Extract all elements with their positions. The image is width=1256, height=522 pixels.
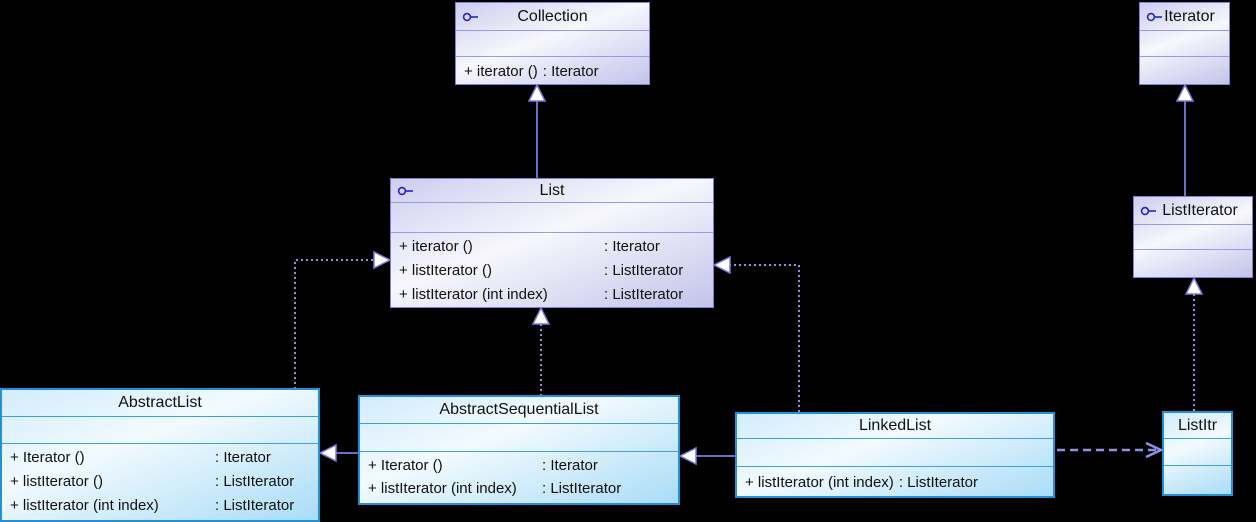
class-box-linkedlist[interactable]: LinkedList + listIterator (int index): L… [735, 412, 1055, 498]
hollow-triangle-arrowhead [712, 255, 731, 275]
operations-compartment: + listIterator (int index): ListIterator [737, 467, 1053, 496]
hollow-triangle-arrowhead [527, 83, 547, 102]
interface-icon [462, 12, 479, 22]
operations-compartment [1140, 57, 1229, 59]
hollow-triangle-arrowhead [318, 443, 337, 463]
class-box-collection[interactable]: Collection + iterator (): Iterator [455, 2, 650, 85]
dependency-linkedlist-to-listitr[interactable] [1057, 441, 1164, 459]
attributes-compartment [1164, 439, 1231, 466]
interface-icon [1146, 12, 1163, 22]
operation: + Iterator (): Iterator [368, 457, 598, 474]
class-title: ListItr [1177, 416, 1218, 434]
operation: + listIterator (): ListIterator [399, 262, 684, 279]
generalization-listiterator-to-iterator[interactable] [1175, 83, 1195, 196]
hollow-triangle-arrowhead [531, 306, 551, 325]
realization-abstractlist-to-list[interactable] [294, 250, 392, 389]
operations-compartment [1164, 466, 1231, 468]
class-box-list[interactable]: List + iterator (): Iterator + listItera… [390, 178, 714, 308]
class-box-iterator[interactable]: Iterator [1139, 2, 1230, 85]
attributes-compartment [737, 439, 1053, 467]
class-box-abstractlist[interactable]: AbstractList + Iterator (): Iterator + l… [0, 388, 320, 522]
class-title: ListIterator [1162, 201, 1238, 219]
interface-icon [397, 186, 414, 196]
attributes-compartment [1140, 31, 1229, 57]
operation: + listIterator (int index): ListIterator [10, 497, 295, 514]
hollow-triangle-arrowhead [373, 250, 392, 270]
attributes-compartment [360, 424, 678, 452]
operations-compartment: + Iterator (): Iterator + listIterator (… [2, 444, 318, 518]
operations-compartment: + Iterator (): Iterator + listIterator (… [360, 452, 678, 500]
class-box-listiterator[interactable]: ListIterator [1133, 196, 1253, 278]
attributes-compartment [391, 203, 713, 233]
open-arrowhead [1145, 441, 1164, 459]
realization-linkedlist-to-list[interactable] [712, 255, 800, 412]
class-box-listitr[interactable]: ListItr [1162, 411, 1233, 496]
hollow-triangle-arrowhead [1184, 276, 1204, 295]
class-title: AbstractList [118, 394, 202, 411]
class-title: Iterator [1164, 7, 1215, 25]
operation: + listIterator (int index): ListIterator [368, 480, 622, 497]
operation: + listIterator (int index): ListIterator [399, 286, 684, 303]
class-title: AbstractSequentialList [439, 401, 599, 418]
hollow-triangle-arrowhead [1175, 83, 1195, 102]
operation: + listIterator (): ListIterator [10, 473, 295, 490]
class-title: LinkedList [858, 417, 932, 434]
operation: + iterator (): Iterator [399, 238, 660, 255]
class-title: Collection [517, 7, 588, 25]
generalization-abstractsequentiallist-to-abstractlist[interactable] [318, 443, 358, 463]
attributes-compartment [2, 417, 318, 444]
interface-icon [1140, 206, 1157, 216]
operations-compartment [1134, 250, 1252, 252]
class-box-abstractsequentiallist[interactable]: AbstractSequentialList + Iterator (): It… [358, 395, 680, 505]
class-title: List [539, 181, 565, 199]
operation: + listIterator (int index): ListIterator [745, 474, 979, 491]
operation: + iterator (): Iterator [464, 63, 599, 80]
operations-compartment: + iterator (): Iterator + listIterator (… [391, 233, 713, 307]
attributes-compartment [456, 31, 649, 57]
generalization-linkedlist-to-abstractsequentiallist[interactable] [678, 446, 735, 466]
realization-listitr-to-listiterator[interactable] [1184, 276, 1204, 411]
generalization-list-to-collection[interactable] [527, 83, 547, 178]
realization-abstractsequentiallist-to-list[interactable] [531, 306, 551, 395]
operation: + Iterator (): Iterator [10, 449, 271, 466]
attributes-compartment [1134, 225, 1252, 250]
operations-compartment: + iterator (): Iterator [456, 57, 649, 85]
hollow-triangle-arrowhead [678, 446, 697, 466]
